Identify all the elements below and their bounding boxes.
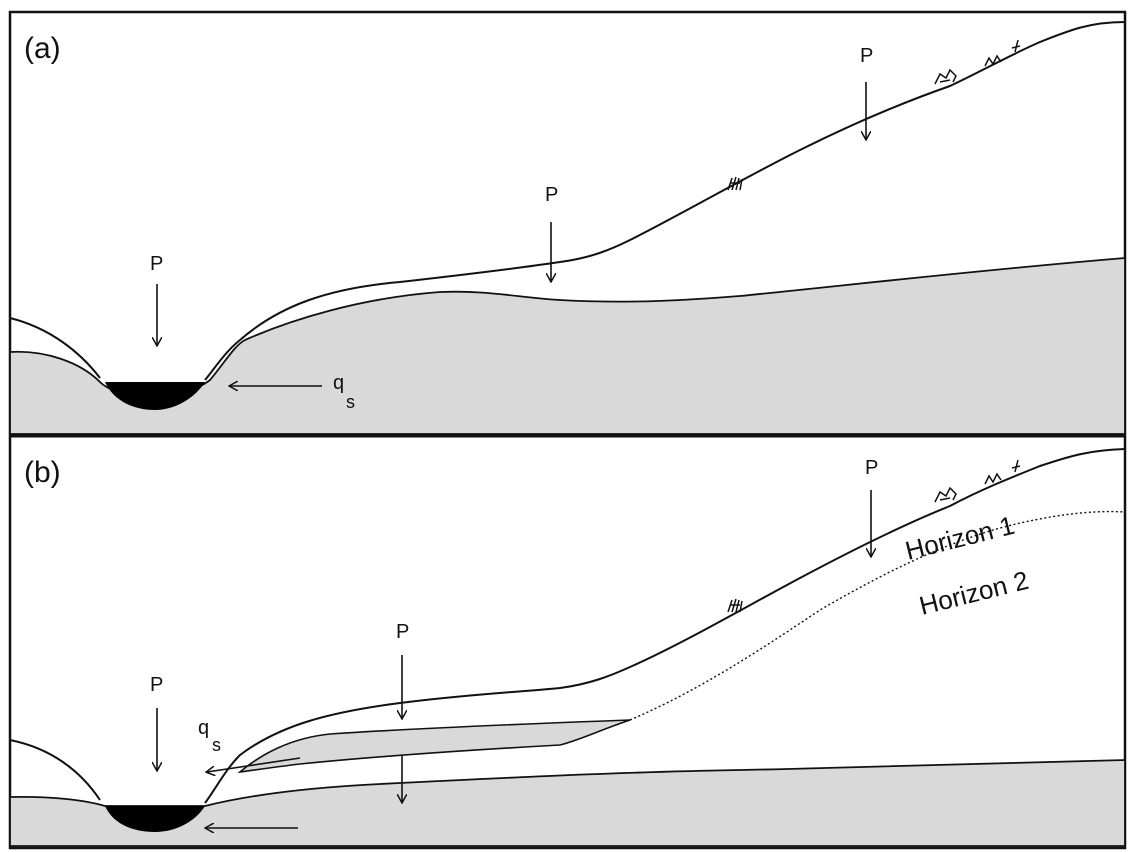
horizon-2-label: Horizon 2 <box>916 565 1031 621</box>
panel-label-a: (a) <box>24 32 61 65</box>
bedrock-layer-b <box>9 759 1126 847</box>
precip-label-b3: P <box>865 457 878 479</box>
panel-a <box>9 21 1126 435</box>
precip-label-b2: P <box>396 621 409 643</box>
ground-surface-a <box>9 21 1126 381</box>
flow-label-a-sub: s <box>346 392 355 412</box>
precip-label-a1: P <box>150 253 163 275</box>
flow-label-b: q <box>198 717 209 739</box>
panel-label-b: (b) <box>24 456 61 489</box>
precip-label-a2: P <box>545 184 558 206</box>
vegetation-b <box>727 459 1021 613</box>
channel-water-a <box>105 382 205 410</box>
ground-surface-b <box>9 448 1126 804</box>
lateral-flow-arrow <box>207 757 301 772</box>
precip-label-a3: P <box>860 45 873 67</box>
precip-label-b1: P <box>150 674 163 696</box>
perched-water-lens <box>237 719 631 774</box>
vegetation-a <box>727 39 1021 191</box>
channel-water-b <box>105 806 205 832</box>
flow-label-b-sub: s <box>212 735 221 755</box>
flow-label-a: q <box>333 372 344 394</box>
horizon-boundary <box>629 510 1126 721</box>
bedrock-layer-a <box>9 257 1126 435</box>
panel-b <box>9 448 1126 847</box>
